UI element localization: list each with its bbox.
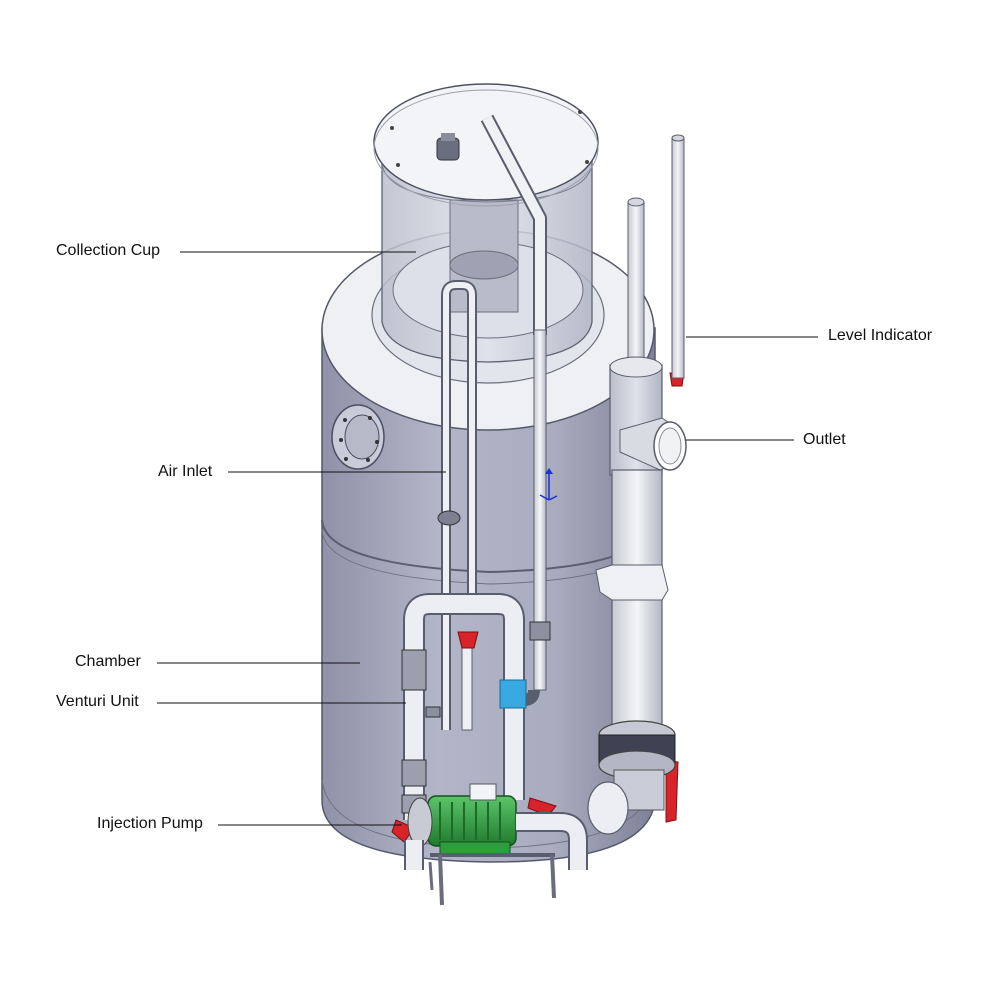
label-collection-cup: Collection Cup — [56, 242, 161, 259]
label-level-indicator: Level Indicator — [828, 327, 933, 344]
leader-lines — [157, 251, 818, 826]
label-outlet: Outlet — [803, 431, 846, 448]
label-venturi-unit: Venturi Unit — [56, 693, 139, 710]
level-indicator — [671, 134, 685, 379]
air-inlet-pipes — [437, 280, 477, 731]
lid-fitting-icon — [436, 133, 460, 161]
venturi-loop — [401, 593, 527, 820]
outlet-column — [587, 197, 687, 835]
label-injection-pump: Injection Pump — [97, 815, 203, 832]
injection-pump — [404, 783, 588, 870]
axis-triad-icon — [539, 468, 558, 501]
cup-lid — [373, 83, 599, 207]
side-flange — [331, 404, 385, 470]
label-air-inlet: Air Inlet — [158, 463, 213, 480]
label-chamber: Chamber — [75, 653, 141, 670]
pump-stand — [428, 853, 556, 906]
